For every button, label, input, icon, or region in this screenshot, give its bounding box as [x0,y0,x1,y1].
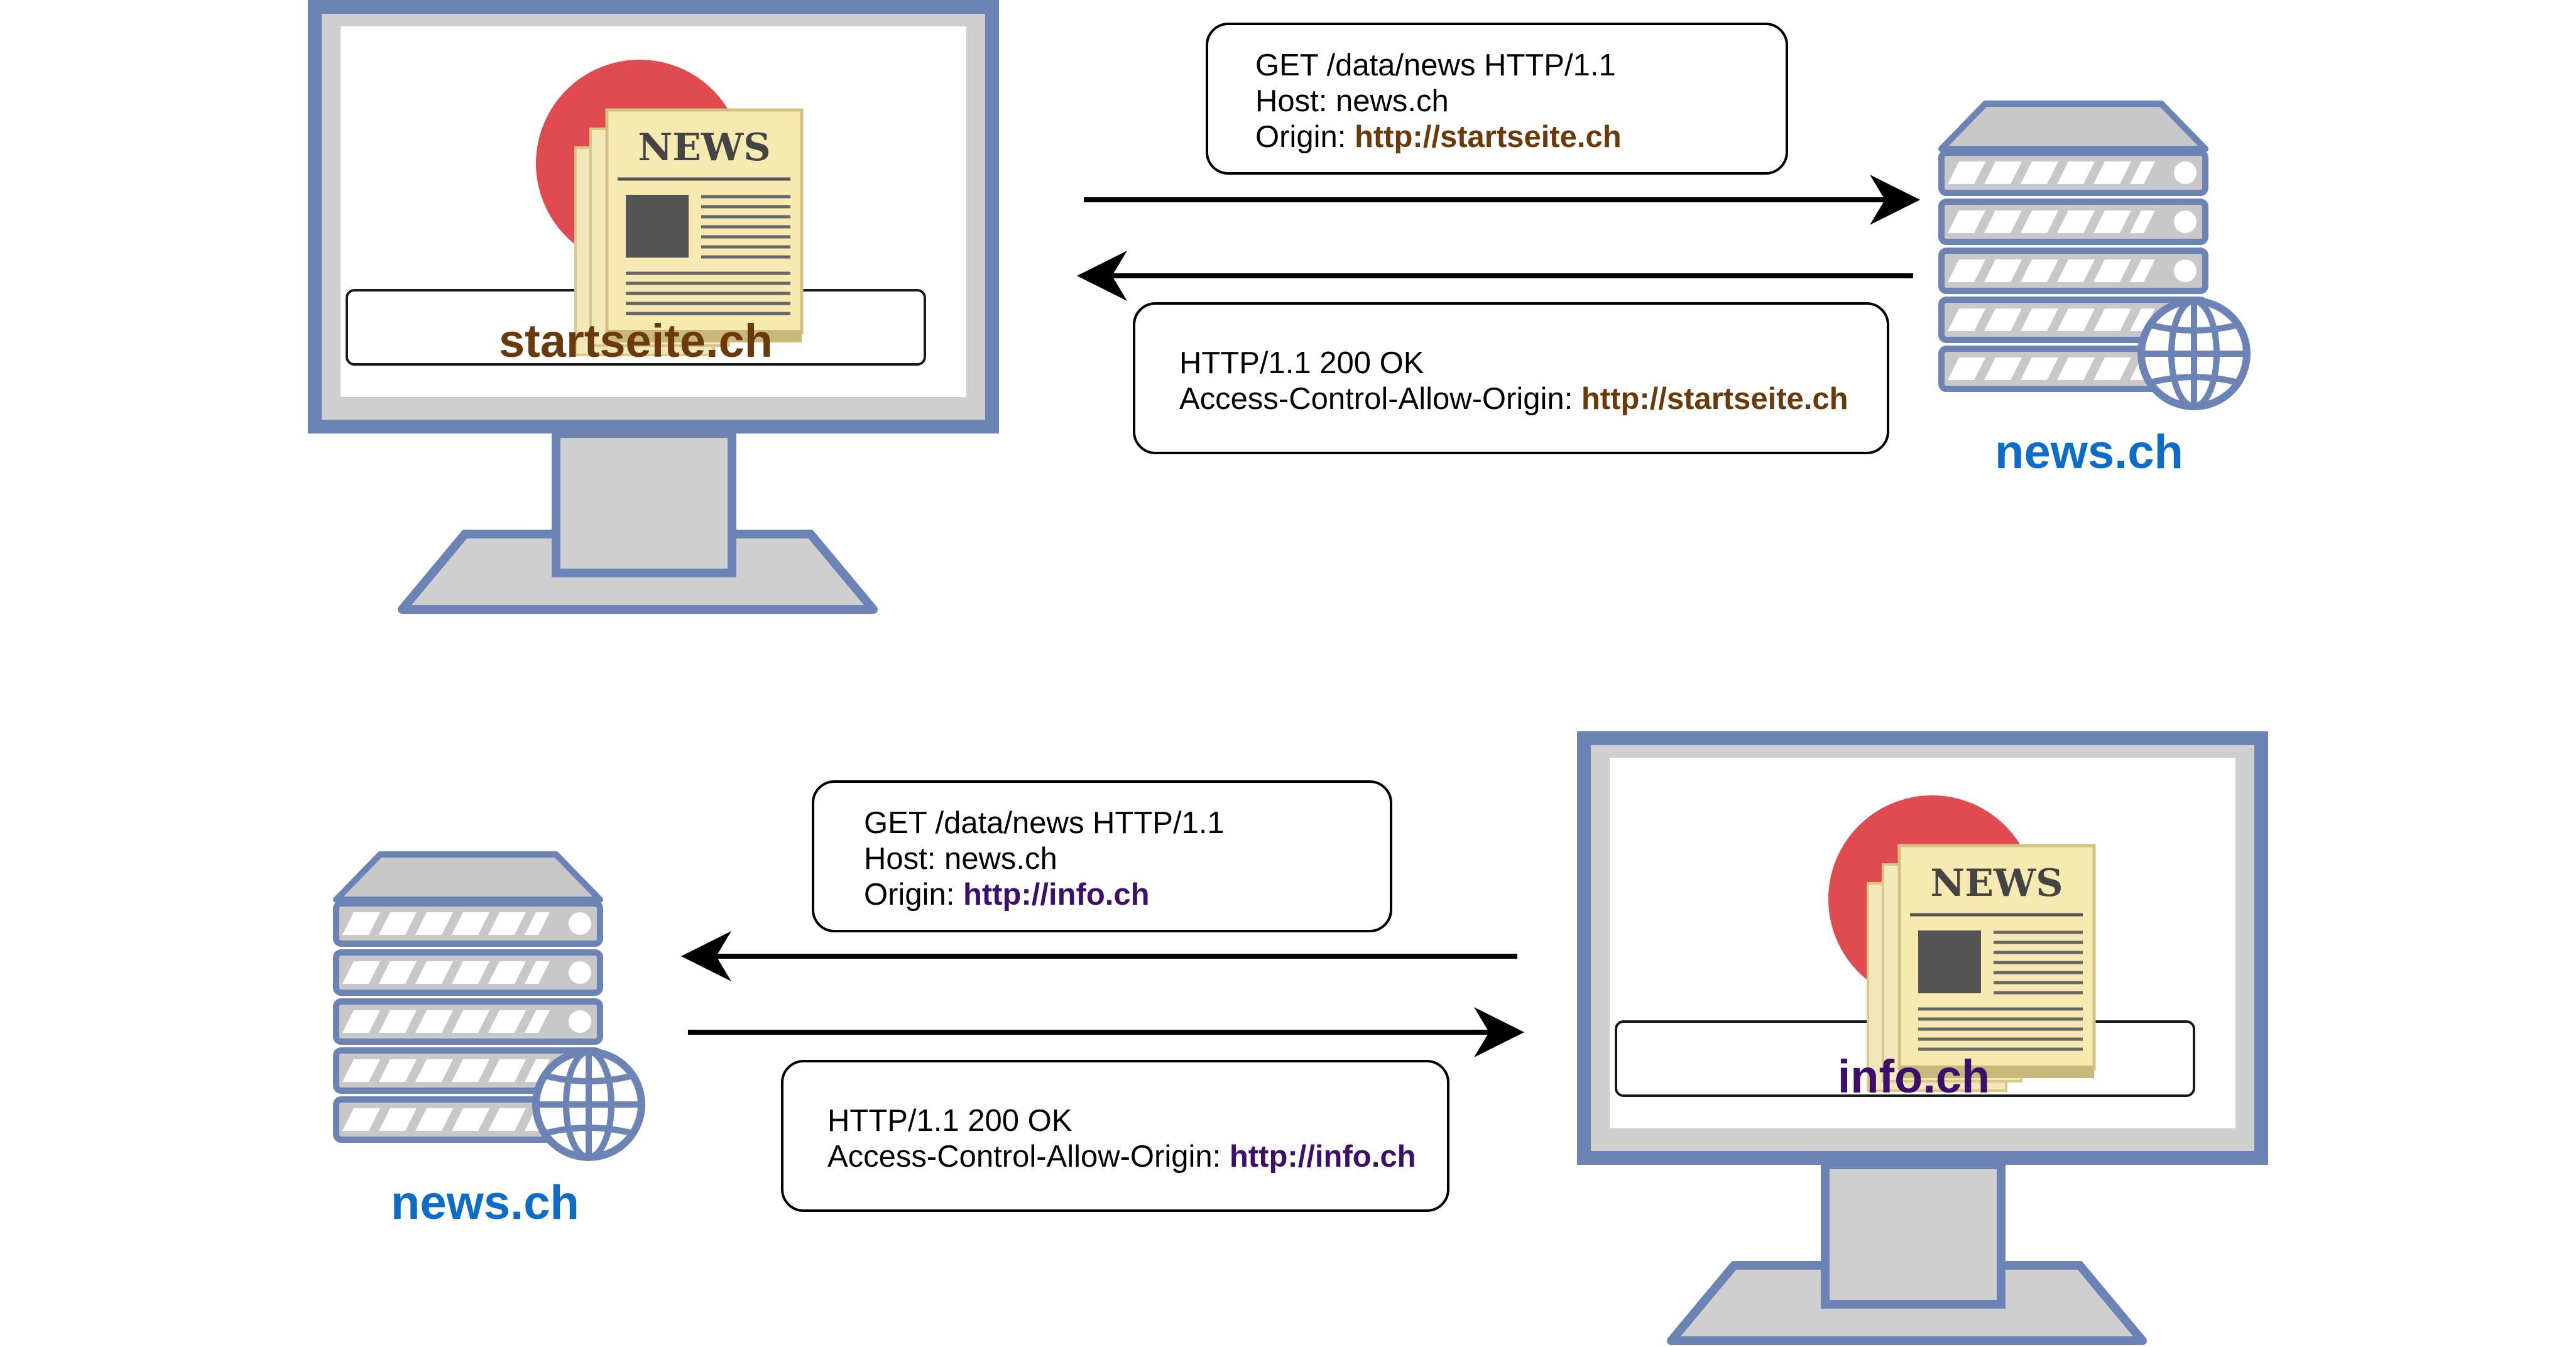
origin-header-name: Origin: [1255,120,1355,154]
top-scenario: NEWS startseite.ch GET /data/news HTTP/1… [308,0,2247,609]
startseite-monitor: NEWS startseite.ch [308,0,999,609]
host-header: Host: news.ch [864,842,1057,876]
request-line: GET /data/news HTTP/1.1 [1255,48,1616,82]
bottom-response-message: HTTP/1.1 200 OK Access-Control-Allow-Ori… [781,1060,1449,1212]
bottom-scenario: news.ch GET /data/news HTTP/1.1 Host: ne… [336,731,2268,1341]
news-server-top: news.ch [1941,104,2247,479]
origin-header-name: Origin: [864,878,963,912]
origin-header: Origin: http://info.ch [864,878,1150,912]
info-site-label: info.ch [1838,1050,1990,1103]
acao-header: Access-Control-Allow-Origin: http://info… [827,1140,1416,1174]
server-icon [336,854,641,1157]
newspaper-title: NEWS [638,126,770,170]
acao-header: Access-Control-Allow-Origin: http://star… [1179,382,1848,416]
news-server-bottom: news.ch [336,854,641,1230]
origin-header-value: http://startseite.ch [1355,120,1622,154]
request-line: GET /data/news HTTP/1.1 [864,806,1225,840]
top-request-message: GET /data/news HTTP/1.1 Host: news.ch Or… [1206,23,1788,175]
origin-header-value: http://info.ch [963,878,1150,912]
host-header: Host: news.ch [1255,84,1449,118]
server-icon [1941,104,2247,406]
acao-header-value: http://startseite.ch [1581,382,1848,416]
acao-header-name: Access-Control-Allow-Origin: [827,1140,1230,1174]
news-icon: NEWS [1828,795,2094,1091]
top-response-message: HTTP/1.1 200 OK Access-Control-Allow-Ori… [1133,302,1889,454]
acao-header-value: http://info.ch [1230,1140,1416,1174]
status-line: HTTP/1.1 200 OK [827,1104,1072,1138]
newspaper-title: NEWS [1930,861,2063,905]
startseite-site-label: startseite.ch [499,315,773,367]
server-label: news.ch [1995,425,2183,479]
server-label: news.ch [391,1176,579,1230]
acao-header-name: Access-Control-Allow-Origin: [1179,382,1581,416]
origin-header: Origin: http://startseite.ch [1255,120,1622,154]
news-icon: NEWS [536,60,802,355]
status-line: HTTP/1.1 200 OK [1179,346,1424,380]
bottom-request-message: GET /data/news HTTP/1.1 Host: news.ch Or… [812,780,1392,932]
info-monitor: NEWS info.ch [1577,731,2268,1341]
